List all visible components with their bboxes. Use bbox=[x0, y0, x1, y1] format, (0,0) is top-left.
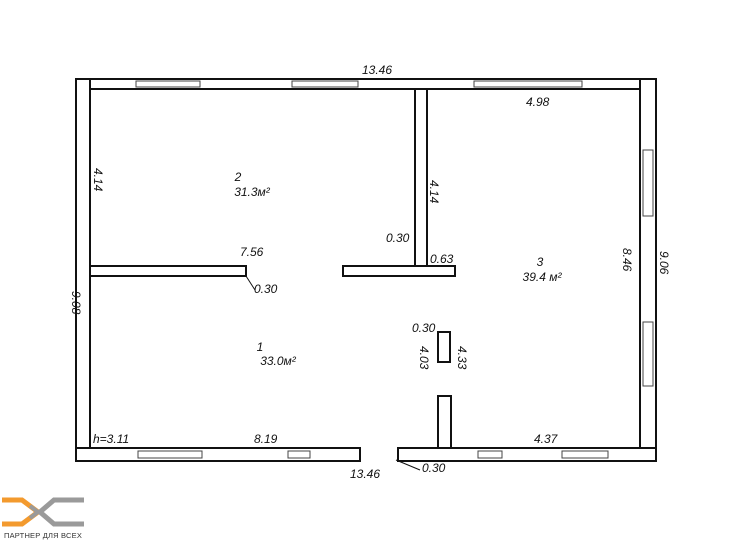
window-top-3 bbox=[473, 80, 583, 88]
dim-partition-thickness-left: 0.30 bbox=[254, 282, 278, 296]
room-2-area: 31.3м² bbox=[234, 185, 271, 199]
brand-logo-icon bbox=[2, 497, 84, 527]
window-bottom-2 bbox=[287, 450, 311, 459]
partition-stub-bottom bbox=[437, 395, 452, 449]
bottom-wall-right bbox=[397, 447, 657, 462]
partition-vertical-center bbox=[414, 88, 428, 268]
partition-horizontal-center bbox=[342, 265, 456, 277]
column bbox=[437, 331, 451, 363]
window-top-1 bbox=[135, 80, 201, 88]
window-bottom-1 bbox=[137, 450, 203, 459]
dim-overall-right: 9.06 bbox=[657, 251, 671, 275]
room-3-area: 39.4 м² bbox=[523, 270, 563, 284]
partition-horizontal-left bbox=[89, 265, 247, 277]
room-1-area: 33.0м² bbox=[260, 354, 297, 368]
room-2-number: 2 bbox=[234, 170, 242, 184]
window-bottom-4 bbox=[561, 450, 609, 459]
window-top-2 bbox=[291, 80, 359, 88]
dim-ceiling-height: h=3.11 bbox=[93, 432, 129, 446]
dim-stub-length: 0.63 bbox=[430, 252, 454, 266]
dim-room3-width: 4.98 bbox=[526, 95, 550, 109]
dim-room3-height: 8.46 bbox=[620, 248, 634, 272]
room-3-number: 3 bbox=[537, 255, 544, 269]
dim-column-a: 4.03 bbox=[417, 346, 431, 370]
brand-tagline: ПАРТНЕР ДЛЯ ВСЕХ bbox=[4, 531, 83, 540]
leader-door bbox=[395, 459, 421, 471]
dim-column-thickness: 0.30 bbox=[412, 321, 436, 335]
dim-overall-top: 13.46 bbox=[362, 63, 392, 77]
window-right-2 bbox=[642, 321, 654, 387]
room-1-number: 1 bbox=[257, 340, 264, 354]
window-bottom-3 bbox=[477, 450, 503, 459]
left-wall bbox=[75, 78, 91, 462]
bottom-wall-left bbox=[75, 447, 361, 462]
dim-partition-height: 4.14 bbox=[427, 180, 441, 204]
leader-partition-left bbox=[245, 275, 256, 291]
floor-plan: 13.46 13.46 9.08 9.06 4.14 4.14 4.98 7.5… bbox=[69, 63, 671, 481]
dim-room1-width: 8.19 bbox=[254, 432, 278, 446]
right-wall bbox=[639, 78, 657, 462]
dim-partition-length: 7.56 bbox=[240, 245, 264, 259]
dim-room3-bottom-width: 4.37 bbox=[534, 432, 559, 446]
dim-door: 0.30 bbox=[422, 461, 446, 475]
dim-overall-left: 9.08 bbox=[69, 291, 83, 315]
dim-column-b: 4.33 bbox=[455, 346, 469, 370]
dim-partition-thickness-center: 0.30 bbox=[386, 231, 410, 245]
dim-overall-bottom: 13.46 bbox=[350, 467, 380, 481]
dim-room2-height: 4.14 bbox=[91, 168, 105, 192]
window-right-1 bbox=[642, 149, 654, 217]
